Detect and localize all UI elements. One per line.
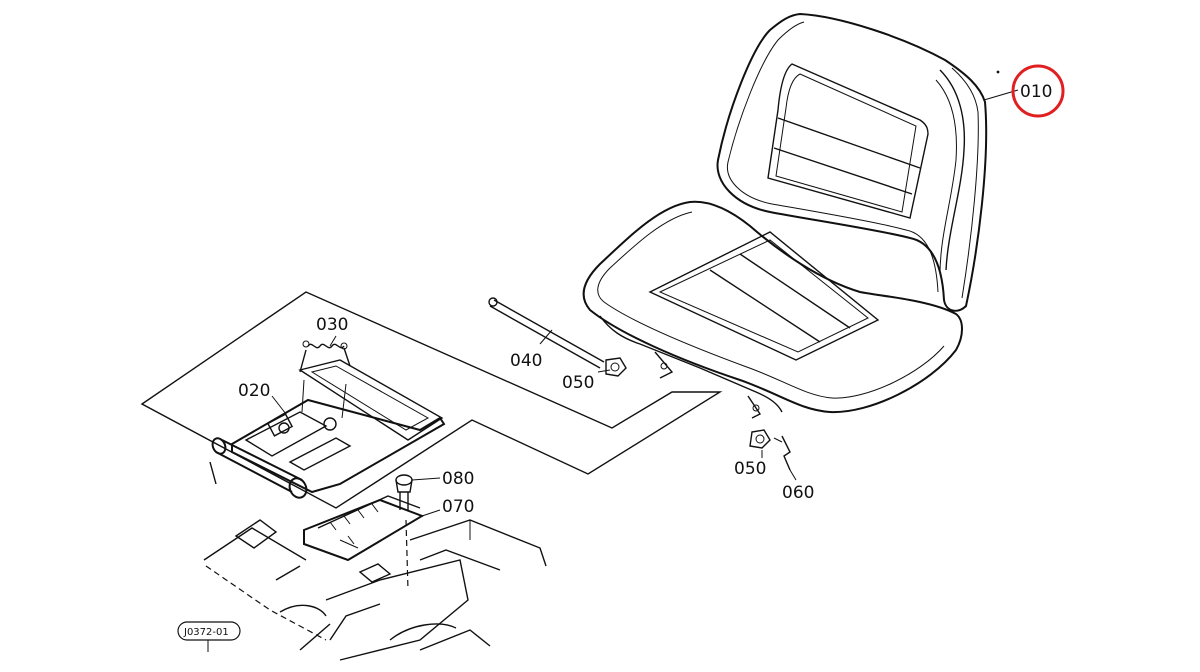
nut-lower xyxy=(749,429,771,458)
diagram-code: J0372-01 xyxy=(183,627,229,638)
label-050-lower[interactable]: 050 xyxy=(734,459,766,479)
label-010[interactable]: 010 xyxy=(1020,82,1052,102)
label-020[interactable]: 020 xyxy=(238,381,270,401)
label-080[interactable]: 080 xyxy=(442,469,474,489)
nut-upper xyxy=(597,357,627,377)
diagram-code-badge: J0372-01 xyxy=(177,621,241,652)
bolt xyxy=(395,474,441,510)
label-060[interactable]: 060 xyxy=(782,483,814,503)
seat-assembly xyxy=(582,12,1019,419)
label-030[interactable]: 030 xyxy=(316,315,348,335)
bracket-plate xyxy=(303,495,441,562)
highlight-circle-010 xyxy=(1011,64,1065,118)
label-070[interactable]: 070 xyxy=(442,497,474,517)
clip-pin xyxy=(773,435,797,481)
vehicle-body xyxy=(203,519,547,661)
label-050-upper[interactable]: 050 xyxy=(562,373,594,393)
mounting-frame-outline xyxy=(140,291,723,509)
slide-rail-assembly xyxy=(209,335,446,499)
label-040[interactable]: 040 xyxy=(510,351,542,371)
pin-rod xyxy=(488,297,605,369)
